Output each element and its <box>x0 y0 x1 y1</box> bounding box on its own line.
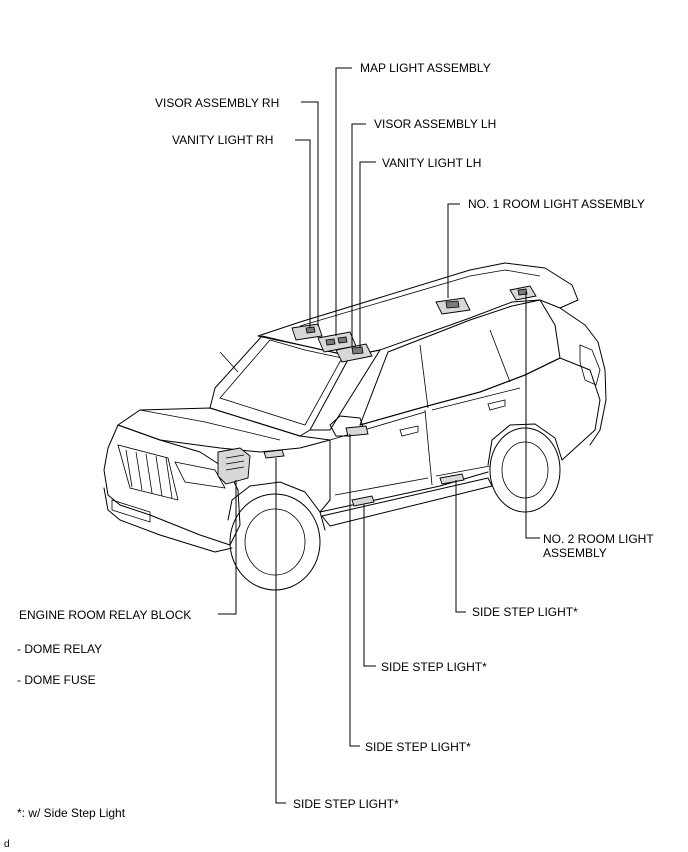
no1-room-light-assembly-label: NO. 1 ROOM LIGHT ASSEMBLY <box>468 197 645 211</box>
dome-fuse-label: - DOME FUSE <box>17 673 96 687</box>
dome-relay-label: - DOME RELAY <box>17 642 103 656</box>
side-step-light-label: SIDE STEP LIGHT* <box>381 660 487 674</box>
side-step-light-label: SIDE STEP LIGHT* <box>293 797 399 811</box>
part-side-step-lights <box>263 425 465 507</box>
engine-room-relay-block-label: ENGINE ROOM RELAY BLOCK <box>19 608 192 622</box>
no2-room-light-label-line1: NO. 2 ROOM LIGHT <box>543 532 654 546</box>
vehicle-illustration <box>103 262 607 591</box>
part-no1-room-light <box>435 297 471 315</box>
side-step-light-label: SIDE STEP LIGHT* <box>365 740 471 754</box>
side-step-light-label: SIDE STEP LIGHT* <box>472 605 578 619</box>
visor-assembly-rh-label: VISOR ASSEMBLY RH <box>155 96 280 110</box>
vanity-light-lh-label: VANITY LIGHT LH <box>382 156 482 170</box>
part-no2-room-light <box>509 285 537 301</box>
map-light-assembly-label: MAP LIGHT ASSEMBLY <box>360 61 491 75</box>
part-visor-lh <box>335 343 373 363</box>
footnote: *: w/ Side Step Light <box>17 806 126 820</box>
no2-room-light-label-line2: ASSEMBLY <box>543 546 607 560</box>
corner-mark: d <box>4 839 10 850</box>
visor-assembly-lh-label: VISOR ASSEMBLY LH <box>374 117 497 131</box>
part-visor-rh <box>291 323 323 341</box>
leader-lines <box>218 67 540 804</box>
vanity-light-rh-label: VANITY LIGHT RH <box>172 133 274 147</box>
part-engine-room-relay-block <box>217 447 251 485</box>
